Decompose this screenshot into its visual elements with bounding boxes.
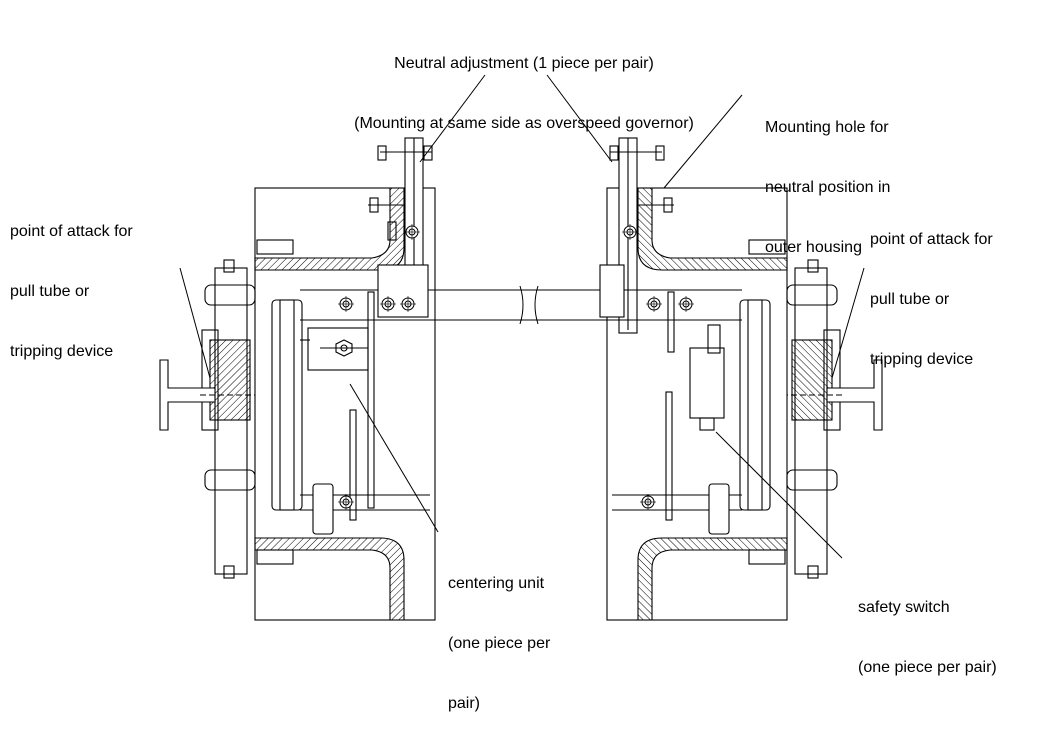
point-of-attack-left-label: point of attack for pull tube or trippin…	[10, 182, 133, 382]
point-of-attack-right-label: point of attack for pull tube or trippin…	[870, 190, 993, 390]
point-of-attack-right-line-1: point of attack for	[870, 231, 993, 248]
safety-switch-body	[689, 347, 725, 419]
mounting-hole-line-3: outer housing	[765, 239, 862, 256]
point-of-attack-left-line-3: tripping device	[10, 343, 114, 360]
point-of-attack-right-line-3: tripping device	[870, 351, 974, 368]
neutral-adjustment-line-2: (Mounting at same side as overspeed gove…	[354, 115, 694, 132]
safety-switch-label: safety switch (one piece per pair)	[858, 558, 997, 698]
mounting-hole-line-2: neutral position in	[765, 179, 891, 196]
mounting-hole-line-1: Mounting hole for	[765, 119, 889, 136]
point-of-attack-left-line-1: point of attack for	[10, 223, 133, 240]
left-top-angle	[254, 187, 405, 271]
point-of-attack-left-line-2: pull tube or	[10, 283, 90, 300]
neutral-adjustment-label: Neutral adjustment (1 piece per pair) (M…	[244, 14, 804, 154]
centering-unit-line-1: centering unit	[448, 575, 545, 592]
shaft-break	[519, 285, 539, 325]
left-outer-housing	[254, 187, 436, 621]
leader-lines	[179, 74, 865, 559]
left-t-rail	[159, 359, 216, 431]
centering-unit-label: centering unit (one piece per pair)	[448, 534, 550, 734]
neutral-adjustment-line-1: Neutral adjustment (1 piece per pair)	[394, 55, 654, 72]
centering-unit-block	[307, 327, 369, 371]
left-assembly	[159, 137, 540, 621]
mounting-hole-label: Mounting hole for neutral position in ou…	[765, 78, 890, 278]
right-assembly	[502, 137, 883, 621]
safety-switch-line-1: safety switch	[858, 599, 950, 616]
centering-unit-line-3: pair)	[448, 695, 481, 712]
left-bottom-angle	[254, 537, 405, 621]
technical-drawing	[159, 74, 883, 621]
safety-switch-line-2: (one piece per pair)	[858, 659, 997, 676]
centering-unit-line-2: (one piece per	[448, 635, 551, 652]
point-of-attack-right-line-2: pull tube or	[870, 291, 950, 308]
